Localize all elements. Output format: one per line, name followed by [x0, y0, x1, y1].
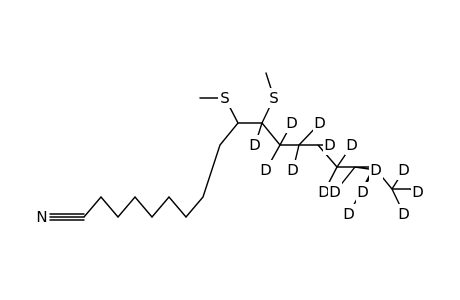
deuterium-label: D: [329, 183, 341, 201]
deuterium-atom: D: [397, 160, 411, 180]
deuterium-atom: D: [345, 135, 359, 155]
deuterium-label: D: [314, 114, 326, 132]
deuterium-atom: D: [397, 204, 411, 224]
deuterium-atom: D: [286, 160, 300, 180]
sulfur-atom-2: S: [267, 88, 281, 108]
deuterium-atom: D: [313, 113, 327, 133]
sulfur-label-2: S: [269, 89, 279, 107]
deuterium-label: D: [398, 205, 410, 223]
deuterium-atom: D: [369, 160, 383, 180]
deuterium-label: D: [412, 183, 424, 201]
deuterium-atom: D: [259, 160, 273, 180]
nitrogen-atom: N: [35, 207, 49, 227]
deuterium-label: D: [249, 136, 261, 154]
deuterium-label: D: [287, 161, 299, 179]
sulfur-label-1: S: [220, 89, 230, 107]
deuterium-label: D: [286, 114, 298, 132]
deuterium-atom: D: [248, 135, 262, 155]
nitrogen-label: N: [36, 208, 47, 226]
deuterium-label: D: [318, 183, 330, 201]
deuterium-atom: D: [356, 182, 370, 202]
deuterium-label: D: [346, 136, 358, 154]
deuterium-atom: D: [342, 204, 356, 224]
deuterium-atom: D: [323, 135, 337, 155]
deuterium-label: D: [260, 161, 272, 179]
deuterium-label: D: [343, 205, 355, 223]
deuterium-atom: D: [411, 182, 425, 202]
deuterium-atom: D: [285, 113, 299, 133]
deuterium-label: D: [370, 161, 382, 179]
deuterium-atom: D: [317, 182, 331, 202]
deuterium-label: D: [398, 161, 410, 179]
carbon-chain-main: [83, 122, 411, 219]
deuterium-label: D: [324, 136, 336, 154]
sulfur-atom-1: S: [218, 88, 232, 108]
atom-label-layer: N S S D D D D D: [35, 88, 425, 227]
deuterium-label: D: [357, 183, 369, 201]
deuterium-atom: D: [328, 182, 342, 202]
